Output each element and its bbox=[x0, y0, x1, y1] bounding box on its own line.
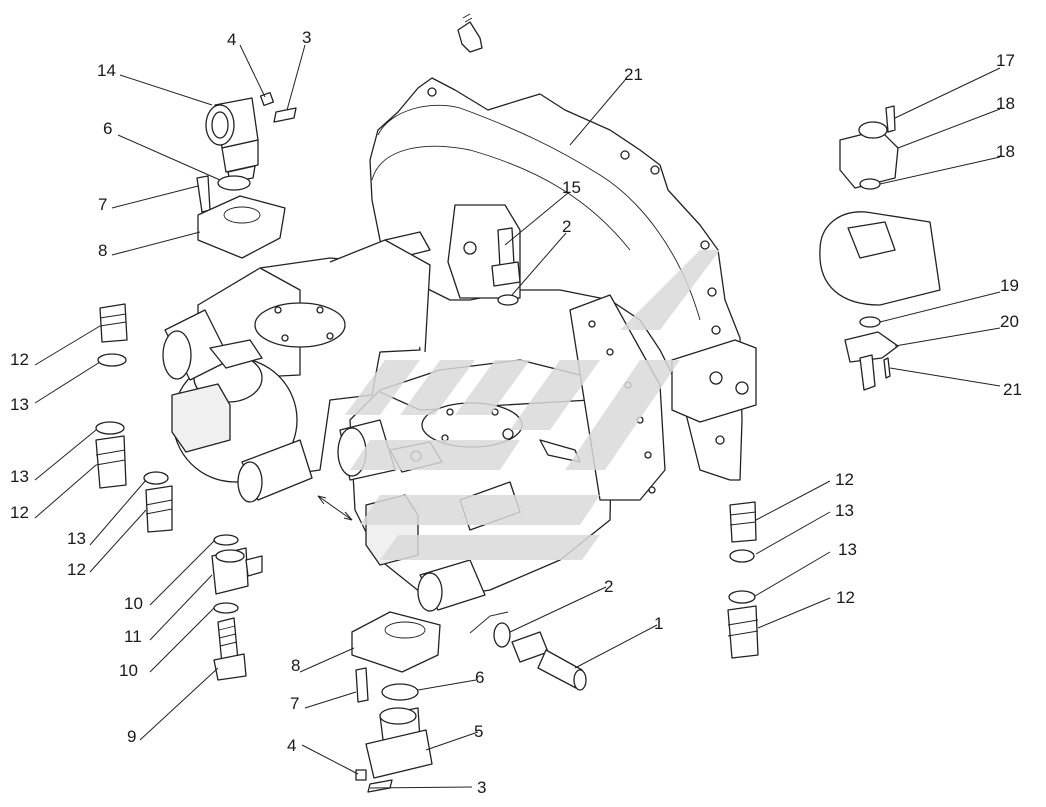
leader-lines bbox=[34, 44, 1001, 789]
shim-3-top bbox=[273, 107, 297, 123]
callout-14: 14 bbox=[97, 61, 116, 80]
callout-13: 13 bbox=[10, 395, 29, 414]
callout-6: 6 bbox=[475, 668, 484, 687]
callout-16: 17 bbox=[996, 51, 1015, 70]
callout-10: 10 bbox=[119, 661, 138, 680]
banjo-assembly bbox=[211, 534, 263, 681]
callout-8: 8 bbox=[98, 241, 107, 260]
upper-pump-body bbox=[162, 239, 431, 503]
screw-4-top bbox=[259, 91, 275, 107]
fittings-left bbox=[95, 303, 173, 533]
callout-13: 13 bbox=[10, 467, 29, 486]
callout-13: 13 bbox=[67, 529, 86, 548]
pipe-fitting-1 bbox=[493, 622, 587, 691]
callout-6: 6 bbox=[103, 119, 112, 138]
callout-9: 9 bbox=[127, 727, 136, 746]
callout-12: 12 bbox=[10, 503, 29, 522]
valve-assembly-right bbox=[819, 105, 941, 391]
callout-21: 21 bbox=[624, 65, 643, 84]
callout-19: 20 bbox=[1000, 312, 1019, 331]
callout-3: 3 bbox=[477, 778, 486, 797]
transmission-housing bbox=[369, 77, 757, 481]
callout-12: 12 bbox=[10, 350, 29, 369]
callout-labels: 21 17 18 18 19 20 21 15 2 14 4 3 6 7 8 1… bbox=[10, 28, 1022, 797]
callout-13: 13 bbox=[835, 501, 854, 520]
callout-13: 13 bbox=[838, 540, 857, 559]
fitting-15 bbox=[491, 227, 521, 306]
callout-2: 2 bbox=[562, 217, 571, 236]
callout-2: 2 bbox=[604, 577, 613, 596]
callout-10: 10 bbox=[124, 594, 143, 613]
pipe-link bbox=[469, 611, 509, 634]
callout-4: 4 bbox=[227, 30, 236, 49]
callout-17: 18 bbox=[996, 94, 1015, 113]
watermark-logo bbox=[345, 250, 720, 560]
sensor-top bbox=[457, 13, 483, 53]
clamp-8-top bbox=[197, 195, 286, 259]
callout-8: 8 bbox=[291, 656, 300, 675]
callout-7: 7 bbox=[98, 195, 107, 214]
bolt-7-top bbox=[196, 175, 211, 213]
callout-11: 11 bbox=[124, 627, 142, 646]
callout-18: 19 bbox=[1000, 276, 1019, 295]
bottom-flange-assembly bbox=[351, 611, 441, 793]
elbow-fitting-14 bbox=[205, 97, 259, 183]
callout-3: 3 bbox=[302, 28, 311, 47]
callout-1: 1 bbox=[654, 614, 663, 633]
fittings-right bbox=[727, 501, 759, 659]
callout-18: 18 bbox=[996, 142, 1015, 161]
callout-12: 12 bbox=[835, 470, 854, 489]
callout-20: 21 bbox=[1003, 380, 1022, 399]
callout-15: 15 bbox=[562, 178, 581, 197]
callout-5: 5 bbox=[474, 722, 483, 741]
o-ring-6-top bbox=[217, 175, 251, 191]
callout-4: 4 bbox=[287, 736, 296, 755]
callout-12: 12 bbox=[836, 588, 855, 607]
callout-12: 12 bbox=[67, 560, 86, 579]
callout-7: 7 bbox=[290, 694, 299, 713]
